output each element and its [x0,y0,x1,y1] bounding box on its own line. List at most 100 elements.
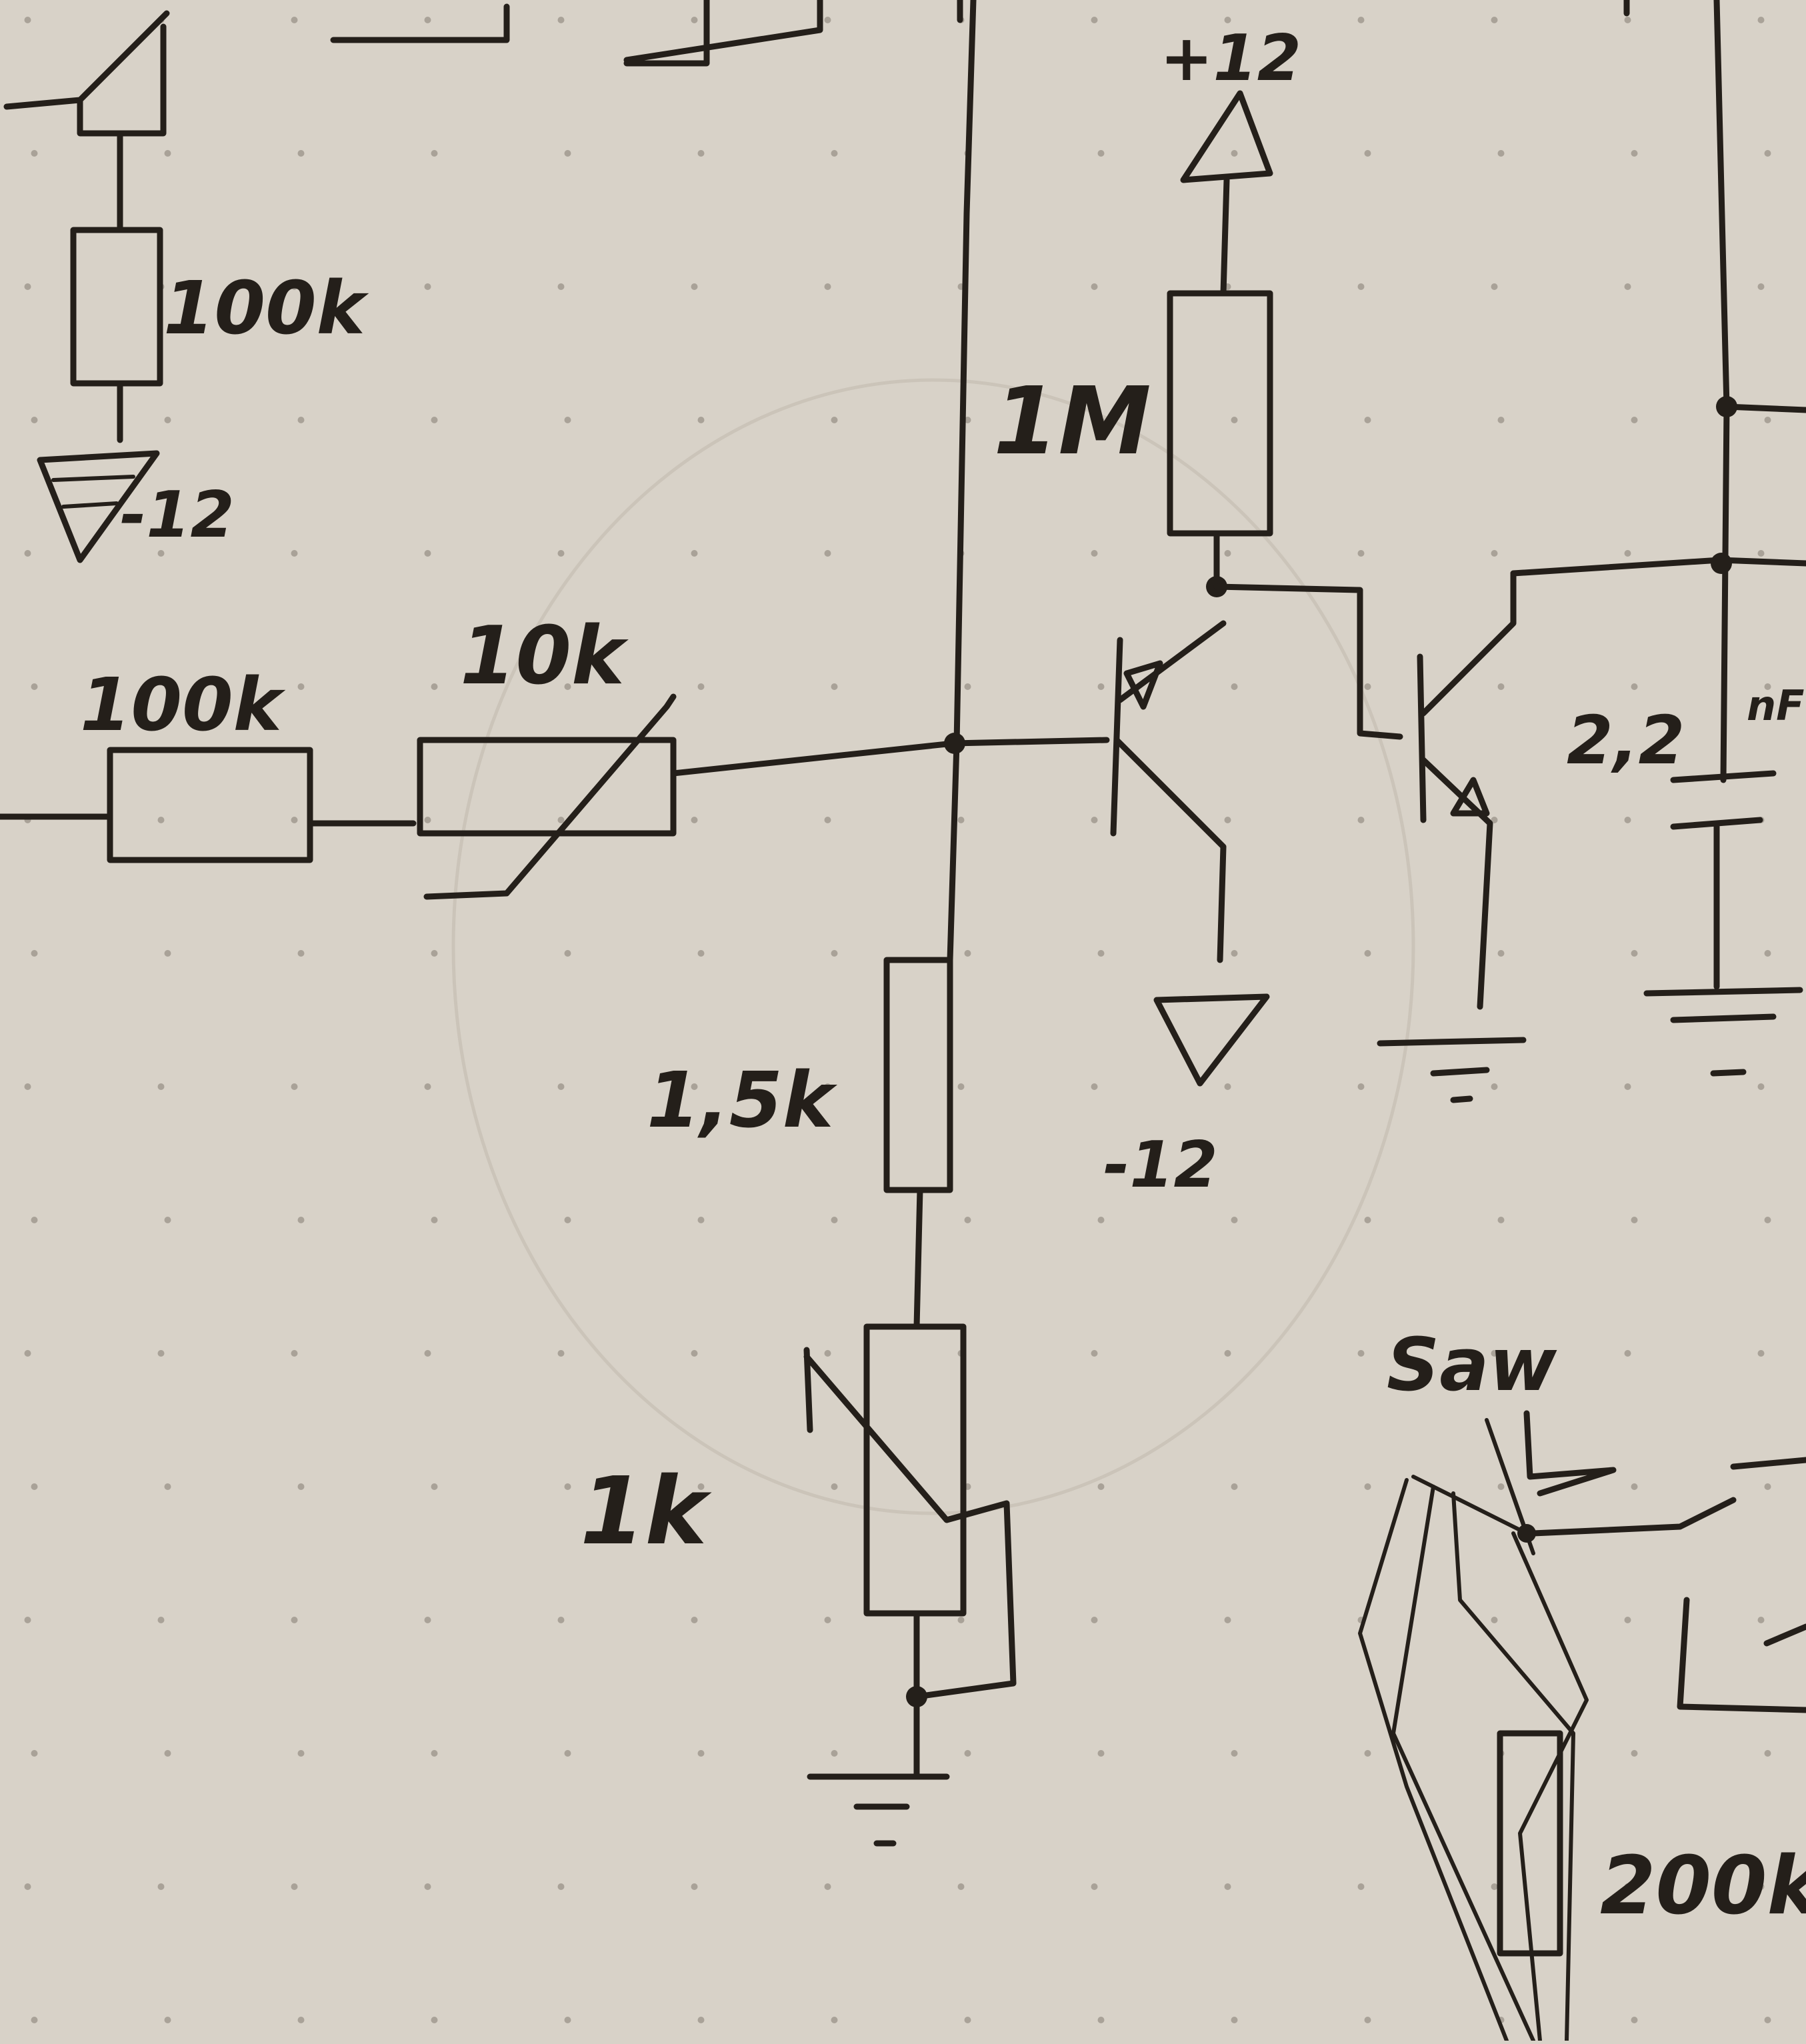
grid-dot [1631,150,1638,157]
grid-dot [164,1750,171,1757]
grid-dot [824,283,831,290]
junction-right-bus [1711,553,1732,574]
grid-dot [697,150,705,157]
grid-dot [824,817,831,823]
grid-dot [1231,2017,1238,2023]
grid-dot [697,417,705,423]
grid-dot [697,1217,705,1223]
grid-dot [24,17,31,23]
grid-dot [157,1883,165,1890]
grid-dot [1631,1217,1638,1223]
grid-dot [31,950,38,957]
paper-imprint [451,378,1415,1515]
grid-dot [1357,1883,1365,1890]
supply-emitter-symbol [1153,993,1270,1087]
grid-dot [1364,150,1371,157]
grid-dot [831,1217,838,1223]
grid-dot [564,950,571,957]
grid-dot [1624,1883,1631,1890]
grid-dot [24,283,31,290]
grid-dot [1091,550,1098,557]
grid-dot [431,2017,438,2023]
grid-dot [1224,1083,1231,1090]
grid-dot [157,1350,165,1357]
grid-dot [31,1217,38,1223]
grid-dot [957,1617,965,1623]
grid-dot [1491,1083,1498,1090]
grid-dot [1631,683,1638,690]
grid-dot [564,417,571,423]
grid-dot [1364,683,1371,690]
grid-dot [1757,1617,1765,1623]
grid-dot [157,550,165,557]
grid-dot [157,1617,165,1623]
grid-dot [1091,1350,1098,1357]
grid-dot [1357,817,1365,823]
grid-dot [1224,1350,1231,1357]
grid-dot [1757,17,1765,23]
grid-dot [564,2017,571,2023]
grid-dot [431,683,438,690]
grid-dot [1624,550,1631,557]
grid-dot [291,1883,298,1890]
grid-dot [1764,1750,1771,1757]
grid-dot [164,1217,171,1223]
ground-symbol-bottom [807,1773,950,1847]
grid-dot [431,150,438,157]
grid-dot [697,683,705,690]
grid-dot [831,150,838,157]
grid-dot [1097,683,1105,690]
grid-dot [1091,283,1098,290]
grid-dot [1357,17,1365,23]
grid-dot [297,2017,305,2023]
resistor-collector-1m [1167,177,1273,590]
grid-dot [1231,150,1238,157]
grid-dot [564,1217,571,1223]
grid-dot [1224,17,1231,23]
grid-dot [1364,1217,1371,1223]
grid-dot [297,683,305,690]
grid-dot [164,150,171,157]
wire-main-vertical [947,0,977,963]
grid-dot [1631,1483,1638,1490]
grid-dot [24,1883,31,1890]
grid-dot [291,17,298,23]
grid-dot [831,417,838,423]
grid-dot [824,1617,831,1623]
grid-dot [291,817,298,823]
label-supply-emitter: -12 [1103,1129,1218,1202]
grid-dot [297,417,305,423]
grid-dot [1364,2017,1371,2023]
grid-dot [824,550,831,557]
grid-dot [964,1750,971,1757]
label-pot-bottom: 1k [580,1457,712,1566]
wire-right-branch [1723,403,1806,413]
grid-dot [691,1083,698,1090]
grid-dot [824,17,831,23]
grid-dot [1097,1217,1105,1223]
grid-dot [1624,1083,1631,1090]
grid-dot [1224,1617,1231,1623]
grid-dot [1357,1083,1365,1090]
grid-dot [1231,1750,1238,1757]
grid-dot [424,1883,431,1890]
grid-dot [291,1350,298,1357]
saw-sketch [1358,1410,1806,2043]
grid-dot [557,283,565,290]
label-cap-unit: nF [1747,681,1805,730]
grid-dot [964,950,971,957]
grid-dot [297,950,305,957]
grid-dot [1497,417,1505,423]
grid-dot [164,950,171,957]
grid-dot [1097,150,1105,157]
grid-dot [164,1483,171,1490]
grid-dot [1091,1083,1098,1090]
grid-dot [1231,683,1238,690]
grid-dot [1231,417,1238,423]
grid-dot [291,1083,298,1090]
grid-dot [24,1617,31,1623]
grid-dot [297,1483,305,1490]
grid-dot [557,1083,565,1090]
grid-dot [831,683,838,690]
grid-dot [297,1750,305,1757]
